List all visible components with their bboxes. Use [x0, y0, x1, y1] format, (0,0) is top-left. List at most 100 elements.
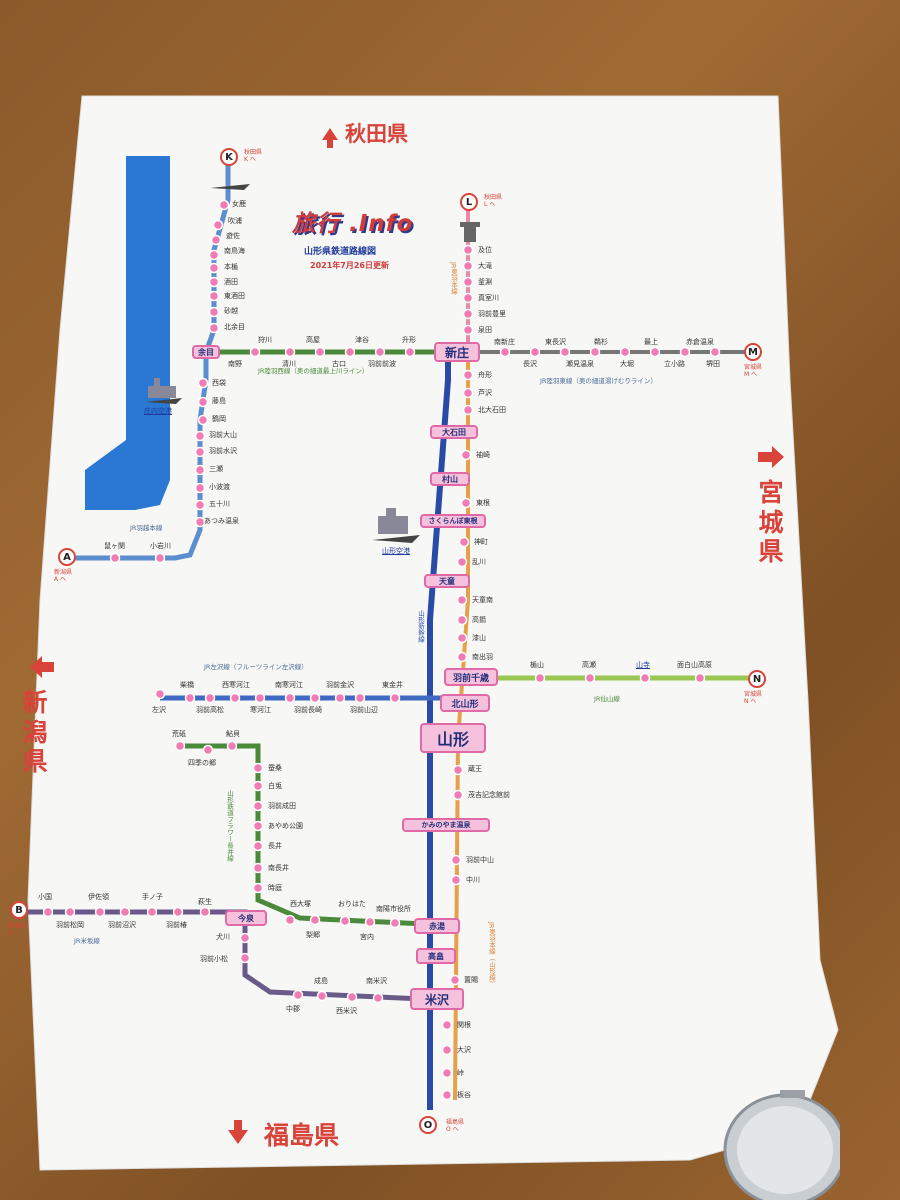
station-label: 女鹿 — [232, 200, 246, 208]
linename-aterazawa: JR左沢線（フルーツライン左沢線） — [204, 663, 308, 671]
station-label: 高瀬 — [582, 661, 596, 669]
station-label: 犬川 — [216, 933, 230, 941]
hub-sakuranbo: さくらんぼ東根 — [420, 514, 486, 528]
station-label: 漆山 — [472, 634, 486, 642]
station-label: 芦沢 — [478, 389, 492, 397]
station-label: 南新庄 — [494, 338, 515, 346]
arrow-down-icon — [228, 1120, 248, 1144]
logo-title: 旅行 .Info — [292, 211, 414, 237]
station-label: 羽前長崎 — [294, 706, 322, 714]
station-label: 古口 — [332, 360, 346, 368]
dir-east: 宮 城 県 — [756, 478, 786, 567]
sea-area — [85, 156, 170, 510]
station-label: 鶴岡 — [212, 415, 226, 423]
station-label: 四季の郷 — [188, 759, 216, 767]
station-label: 羽前成田 — [268, 802, 296, 810]
hub-yamagata: 山形 — [420, 723, 486, 753]
station-label: 鼠ヶ関 — [104, 542, 125, 550]
station-label: あやめ公園 — [268, 822, 303, 830]
station-label: 五十川 — [209, 500, 230, 508]
linename-ou-north: JR奥羽本線 — [449, 262, 458, 295]
station-label: 最上 — [644, 338, 658, 346]
hub-shinjo: 新庄 — [434, 342, 480, 362]
station-label: 手ノ子 — [142, 893, 163, 901]
station-label: 時庭 — [268, 884, 282, 892]
station-label: 長沢 — [523, 360, 537, 368]
endpoint-n: N — [748, 670, 766, 688]
station-label: 本楯 — [224, 263, 238, 271]
station-label: 長井 — [268, 842, 282, 850]
station-label: 天童南 — [472, 596, 493, 604]
pin-badge — [723, 1090, 840, 1200]
station-label: 吹浦 — [228, 217, 242, 225]
station-label: 寒河江 — [250, 706, 271, 714]
line-shinkansen — [427, 352, 451, 1110]
station-label: 羽前椿 — [166, 921, 187, 929]
station-label: 中郡 — [286, 1005, 300, 1013]
station-label: あつみ温泉 — [204, 517, 239, 525]
station-label: 狩川 — [258, 336, 272, 344]
hub-akayu: 赤湯 — [414, 918, 460, 934]
station-dots — [42, 199, 721, 1101]
hub-kaminoyama: かみのやま温泉 — [402, 818, 490, 832]
hub-yonezawa: 米沢 — [410, 988, 464, 1010]
station-label: 中川 — [466, 876, 480, 884]
station-label: 羽前山辺 — [350, 706, 378, 714]
hub-imaizumi: 今泉 — [225, 910, 267, 926]
linename-shinkansen: 山形新幹線 — [416, 610, 425, 643]
airplane-icon-k — [210, 184, 250, 190]
station-label: 北大石田 — [478, 406, 506, 414]
station-label: 南寒河江 — [275, 681, 303, 689]
station-label: 茂吉記念館前 — [468, 791, 510, 799]
station-label: 大沢 — [457, 1046, 471, 1054]
hub-oishida: 大石田 — [430, 425, 478, 439]
dir-east-1: 宮 — [758, 478, 784, 507]
endpoint-o: O — [419, 1116, 437, 1134]
station-label: 南野 — [228, 360, 242, 368]
station-label: 成島 — [314, 977, 328, 985]
station-label: 西寒河江 — [222, 681, 250, 689]
station-label: 清川 — [282, 360, 296, 368]
linename-ou-south: JR奥羽本線（山形線） — [487, 922, 496, 987]
station-label: 東長沢 — [545, 338, 566, 346]
station-label: 小岩川 — [150, 542, 171, 550]
airport-yamagata: 山形空港 — [382, 547, 410, 555]
station-label: 梨郷 — [306, 931, 320, 939]
station-label: 泉田 — [478, 326, 492, 334]
station-label: 羽前松岡 — [56, 921, 84, 929]
station-label: 東根 — [476, 499, 490, 507]
station-label: 津谷 — [355, 336, 369, 344]
station-label: 板谷 — [457, 1091, 471, 1099]
linename-rikuu-east: JR陸羽東線（奥の細道湯けむりライン） — [540, 377, 657, 385]
station-label: 蚕桑 — [268, 764, 282, 772]
station-label: 荒砥 — [172, 730, 186, 738]
station-label: 峠 — [457, 1069, 464, 1077]
station-label: 釜淵 — [478, 278, 492, 286]
station-label: 置賜 — [464, 976, 478, 984]
endpoint-a: A — [58, 548, 76, 566]
hub-kitayamagata: 北山形 — [440, 694, 490, 712]
station-label: 楯山 — [530, 661, 544, 669]
station-label: 西米沢 — [336, 1007, 357, 1015]
station-label: 蔵王 — [468, 765, 482, 773]
station-label: 大滝 — [478, 262, 492, 270]
station-label: 南出羽 — [472, 653, 493, 661]
station-label: 南長井 — [268, 864, 289, 872]
station-label: 神町 — [474, 538, 488, 546]
line-yonesaka — [28, 909, 446, 1003]
airport-icon-yamagata — [372, 508, 420, 543]
station-label: 東金井 — [382, 681, 403, 689]
tower-icon-l — [460, 222, 480, 242]
endpoint-l: L — [460, 193, 478, 211]
logo-block: 旅行 .Info 山形県鉄道路線図 2021年7月26日更新 — [292, 204, 413, 271]
station-label: 南米沢 — [366, 977, 387, 985]
station-label: 堺田 — [706, 360, 720, 368]
station-label: 袖崎 — [476, 451, 490, 459]
station-label: 鮎貝 — [226, 730, 240, 738]
station-label: 南陽市役所 — [376, 905, 411, 913]
dir-west-3: 県 — [22, 747, 48, 776]
